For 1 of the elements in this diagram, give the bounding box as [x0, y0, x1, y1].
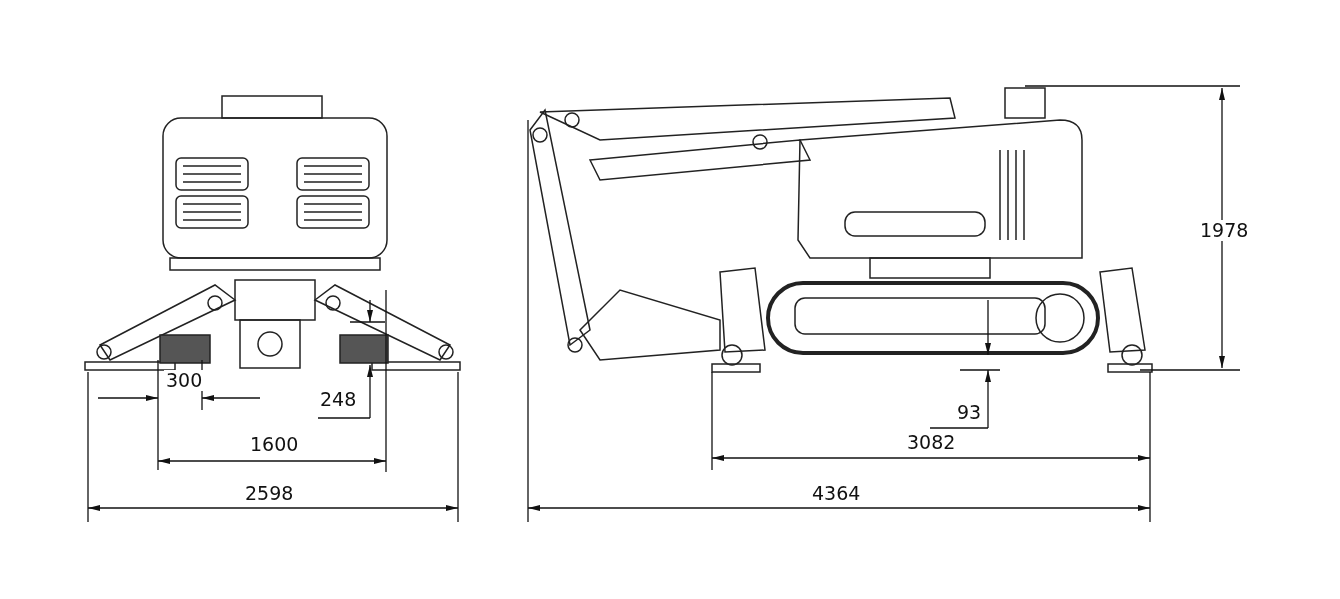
dimension-label: 300 — [164, 370, 205, 391]
